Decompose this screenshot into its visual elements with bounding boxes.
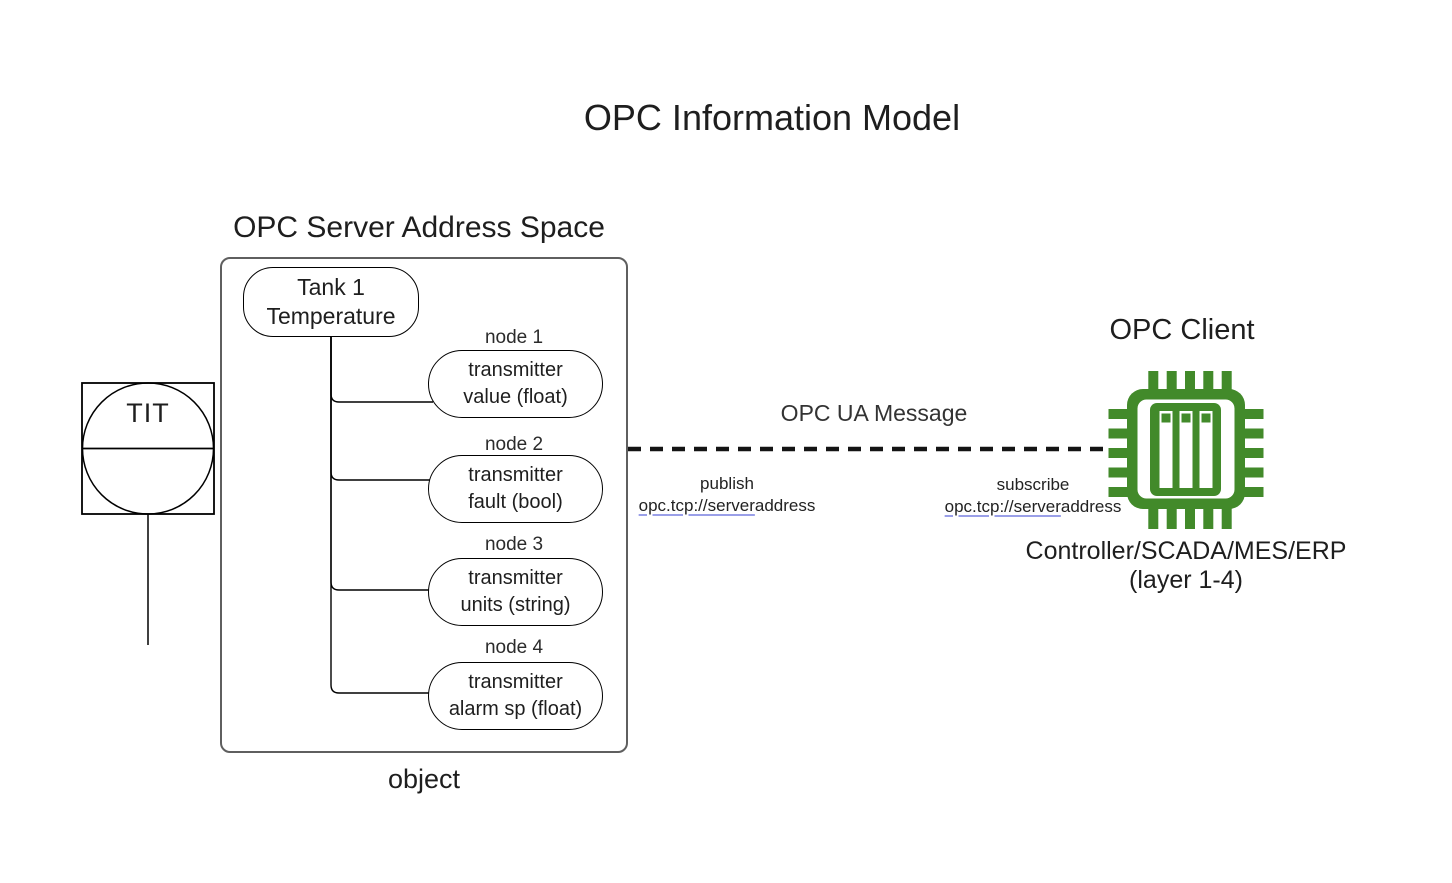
node-3-transmitter-units: transmitter units (string) (428, 558, 603, 626)
publish-url-link[interactable]: opc.tcp://server (638, 495, 755, 515)
node-1-label: node 1 (484, 327, 544, 348)
subscribe-action-label: subscribe (996, 475, 1070, 494)
node-2-label: node 2 (484, 434, 544, 455)
opc-client-caption: Controller/SCADA/MES/ERP (layer 1-4) (1025, 537, 1347, 594)
instrument-tag: TIT (126, 398, 170, 428)
instrument-bubble-icon (81, 382, 215, 645)
connector-node-4 (330, 337, 429, 694)
node-4-transmitter-alarm-sp: transmitter alarm sp (float) (428, 662, 603, 730)
subscribe-url: opc.tcp://serveraddress (945, 496, 1122, 518)
opc-ua-message-label: OPC UA Message (780, 400, 968, 426)
diagram-title: OPC Information Model (583, 97, 961, 138)
root-node-tank1-temperature: Tank 1 Temperature (243, 267, 419, 337)
subscribe-url-link[interactable]: opc.tcp://server (944, 496, 1061, 516)
subscribe-url-rest: address (1060, 496, 1122, 516)
publish-action-label: publish (700, 474, 754, 493)
subscribe-endpoint: subscribe opc.tcp://serveraddress (945, 474, 1122, 517)
tree-connectors (330, 337, 433, 694)
node-4-label: node 4 (484, 637, 544, 658)
publish-url: opc.tcp://serveraddress (639, 495, 816, 517)
server-address-space-heading: OPC Server Address Space (233, 211, 605, 244)
node-2-transmitter-fault: transmitter fault (bool) (428, 455, 603, 523)
chip-icon (1108, 371, 1264, 529)
opc-client-heading: OPC Client (1109, 314, 1255, 346)
node-1-transmitter-value: transmitter value (float) (428, 350, 603, 418)
object-label: object (387, 764, 461, 794)
publish-url-rest: address (754, 495, 816, 515)
node-3-label: node 3 (484, 534, 544, 555)
server-address-space-box (220, 257, 628, 753)
publish-endpoint: publish opc.tcp://serveraddress (639, 473, 816, 516)
